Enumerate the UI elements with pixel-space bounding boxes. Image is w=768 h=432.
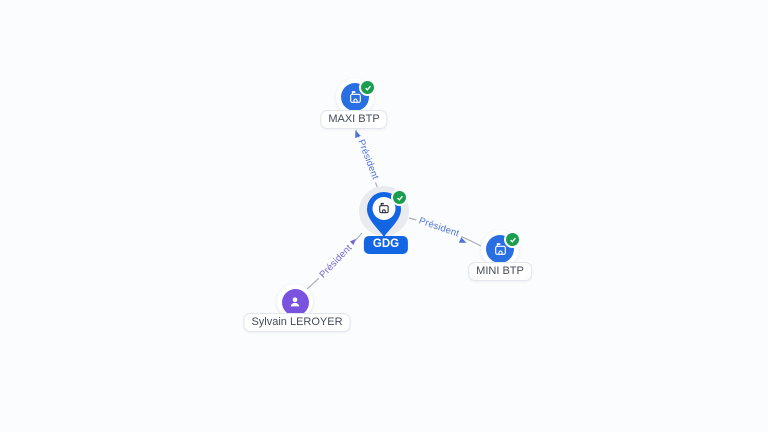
node-sylvain-leroyer-label[interactable]: Sylvain LEROYER (243, 313, 351, 332)
building-icon (349, 90, 361, 103)
building-icon (379, 202, 389, 214)
node-mini-btp-label[interactable]: MINI BTP (468, 262, 532, 281)
verified-check-badge (504, 231, 521, 248)
arrowhead-to-minibtp (458, 237, 467, 243)
verified-check-badge (391, 189, 408, 206)
verified-check-badge (359, 79, 376, 96)
person-icon (290, 297, 300, 307)
node-maxi-btp-label[interactable]: MAXI BTP (320, 110, 388, 129)
node-gdg-label[interactable]: GDG (363, 236, 409, 254)
arrowhead-to-gdg (348, 238, 356, 247)
building-icon (494, 242, 506, 255)
